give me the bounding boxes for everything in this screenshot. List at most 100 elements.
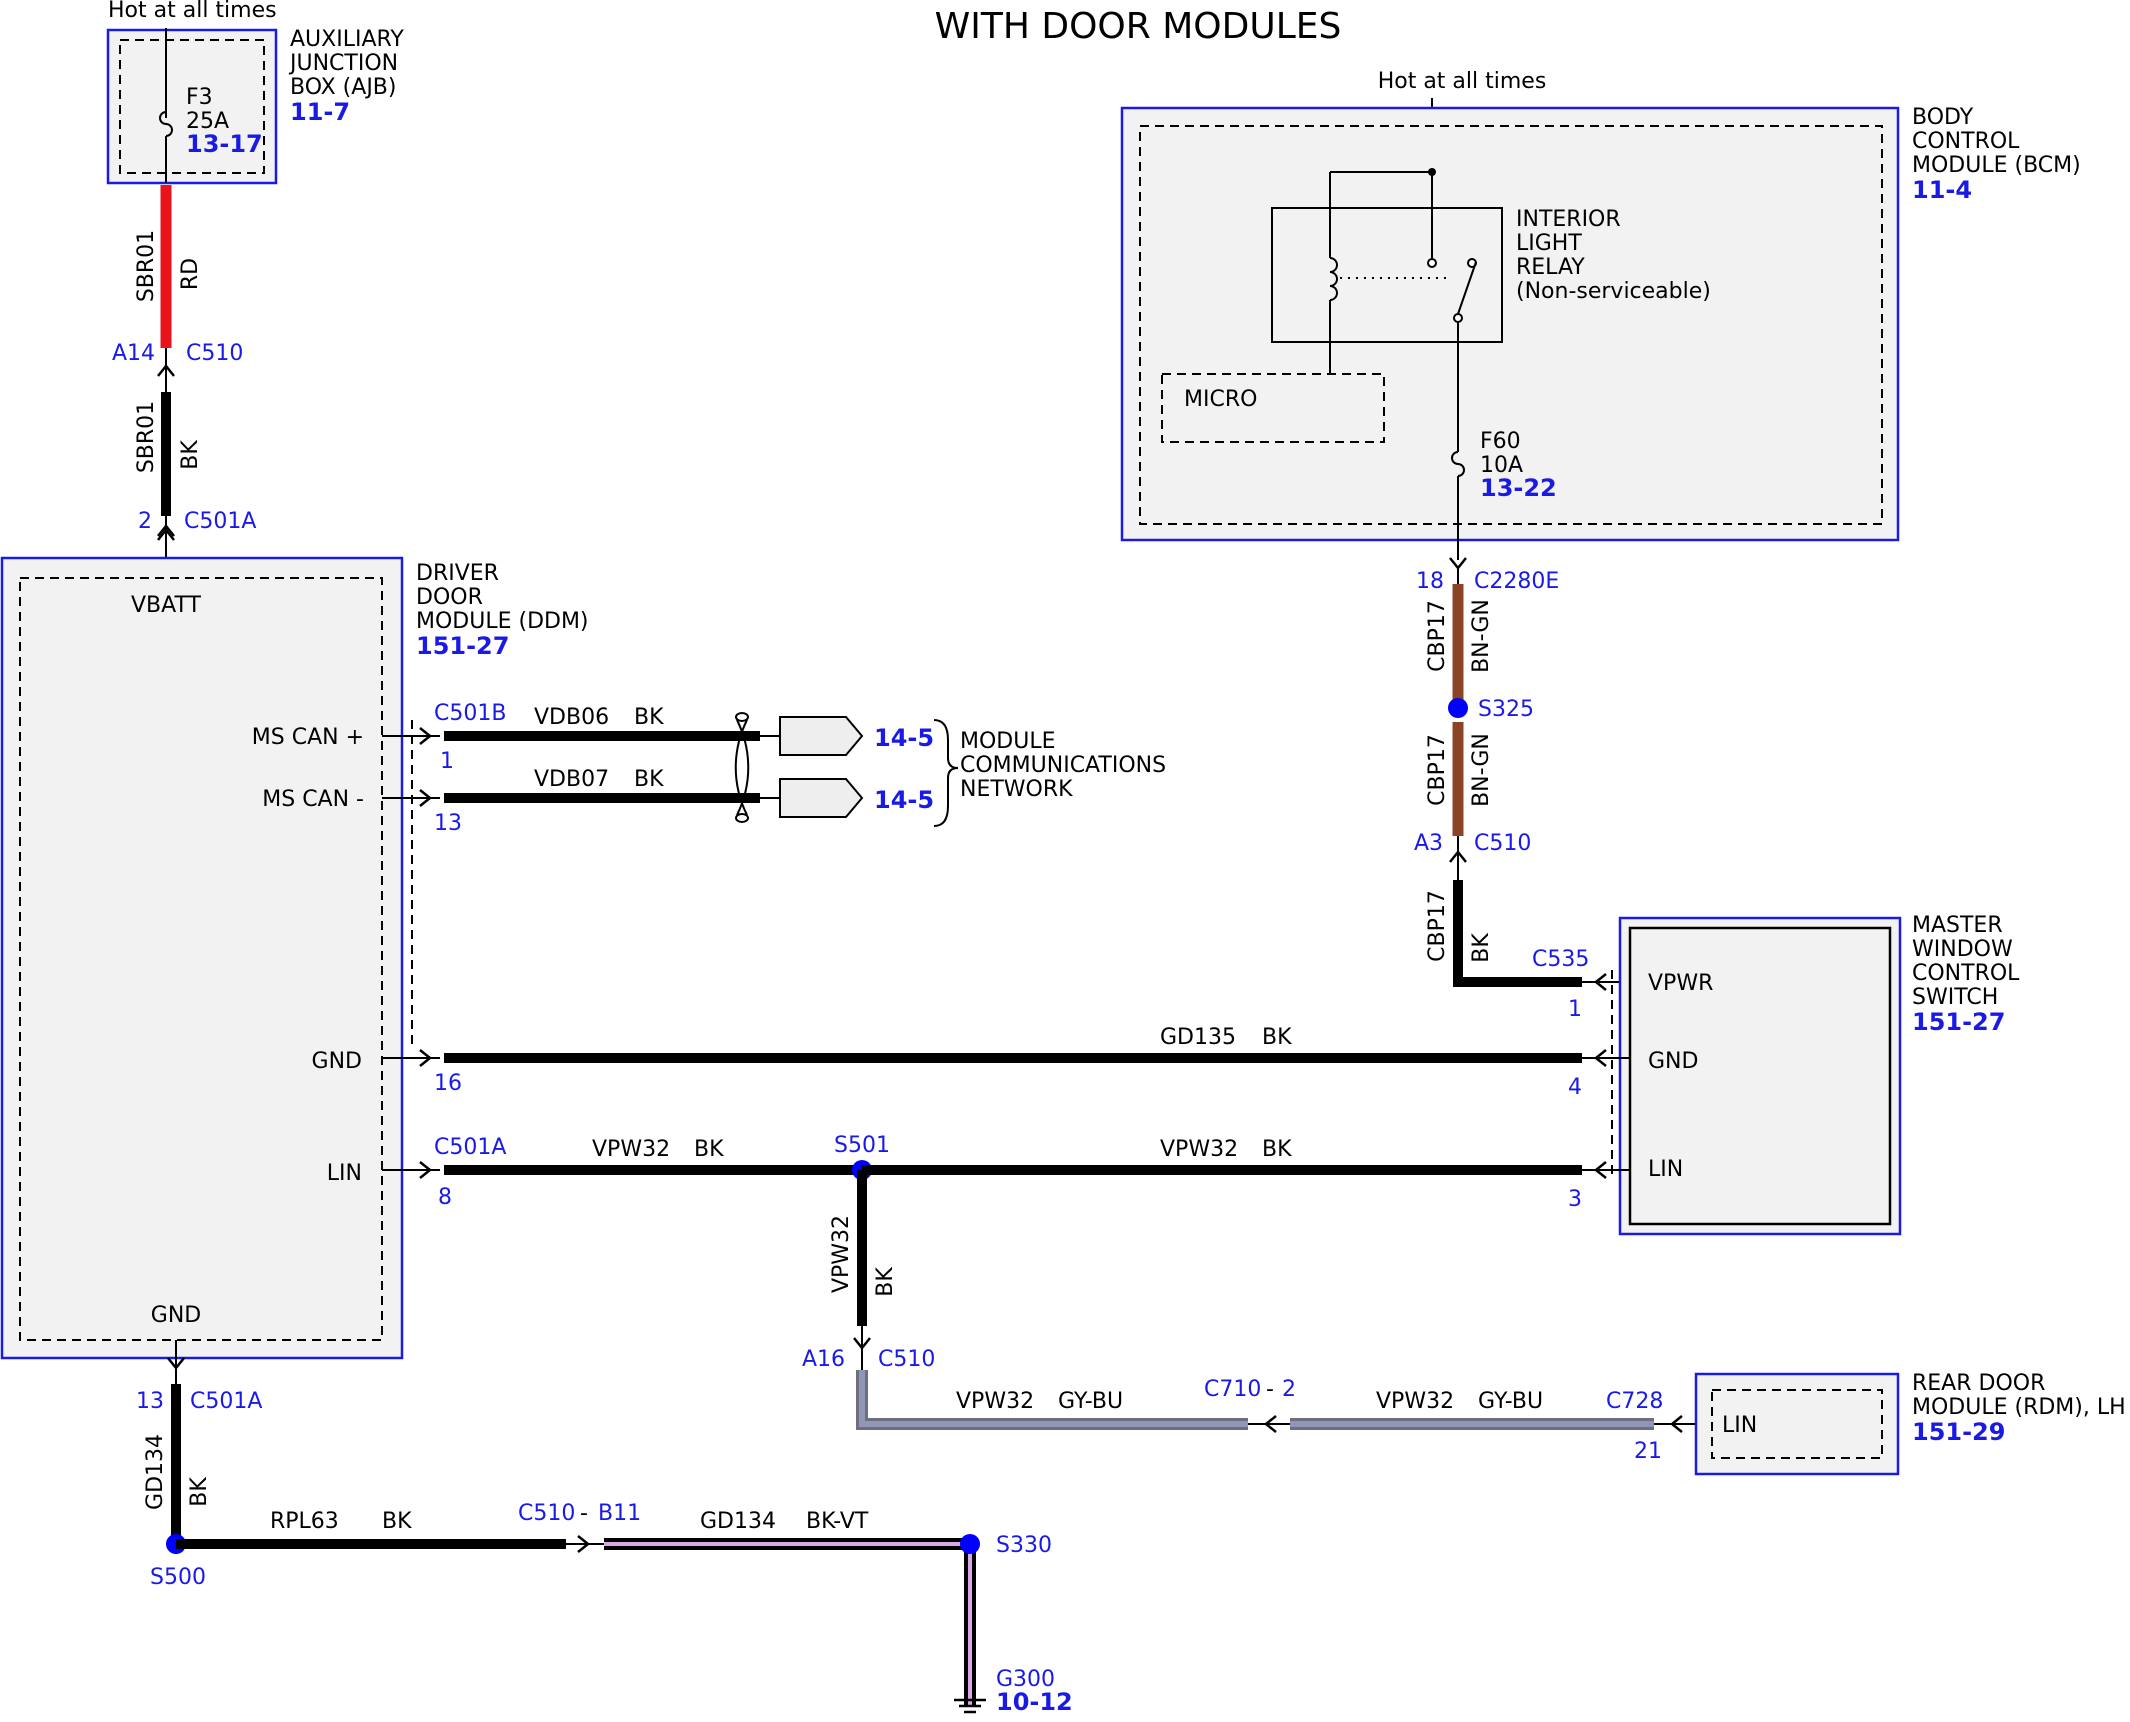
mwcs-name-1: MASTER xyxy=(1912,913,2003,938)
mwcs-pin-gnd: GND xyxy=(1648,1049,1698,1074)
bcm-name-3: MODULE (BCM) xyxy=(1912,153,2081,178)
relay-name-4: (Non-serviceable) xyxy=(1516,279,1711,304)
connector-c535-pin-lin: 3 xyxy=(1568,1187,1582,1212)
wire-cbp17-a-circuit: CBP17 xyxy=(1425,600,1450,672)
bcm-ref: 11-4 xyxy=(1912,176,1972,204)
wire-gd134-a-circuit: GD134 xyxy=(143,1434,168,1510)
fuse-f3-label: F3 xyxy=(186,85,213,110)
rdm-ref: 151-29 xyxy=(1912,1418,2005,1446)
wire-vpw32-gy-bu-left-outline xyxy=(856,1370,1248,1430)
ajb-name-3: BOX (AJB) xyxy=(290,75,396,100)
wire-gd135-circuit: GD135 xyxy=(1160,1025,1236,1050)
rdm-pin-lin: LIN xyxy=(1722,1413,1757,1438)
connector-c710-pin: 2 xyxy=(1282,1377,1296,1402)
relay-name-3: RELAY xyxy=(1516,255,1585,280)
ground-g300-label: G300 xyxy=(996,1667,1055,1692)
connector-c535-pin-gnd: 4 xyxy=(1568,1075,1582,1100)
wire-vpw32-b-circuit: VPW32 xyxy=(1160,1137,1238,1162)
ddm-pin-gnd-bottom: GND xyxy=(151,1303,201,1328)
wire-vdb06-color: BK xyxy=(634,705,664,730)
wire-vpw32-e-circuit: VPW32 xyxy=(1376,1389,1454,1414)
connector-c510-a3-name: C510 xyxy=(1474,831,1531,856)
connector-c510-a14-symbol xyxy=(157,363,175,377)
network-connector-plus xyxy=(779,716,864,756)
relay-name-1: INTERIOR xyxy=(1516,207,1621,232)
connector-c728-pin: 21 xyxy=(1634,1439,1662,1464)
connector-c510-a16-pin: A16 xyxy=(802,1347,845,1372)
connector-c501a-8-name: C501A xyxy=(434,1135,506,1160)
connector-c535-4-symbol xyxy=(1593,1049,1607,1067)
network-label-3: NETWORK xyxy=(960,777,1073,802)
rear-door-module: LIN REAR DOOR MODULE (RDM), LH 151-29 xyxy=(1694,1371,2126,1476)
ddm-pin-gnd-right: GND xyxy=(312,1049,362,1074)
rdm-name-2: MODULE (RDM), LH xyxy=(1912,1395,2126,1420)
bcm-hot-label: Hot at all times xyxy=(1378,69,1547,94)
wire-vpw32-b-color: BK xyxy=(1262,1137,1292,1162)
body-control-module: Hot at all times MICRO INTERIOR LIGHT RE… xyxy=(1120,69,2081,560)
wire-gd134-bk-vt-outline xyxy=(604,1538,976,1706)
connector-c501b-1-symbol xyxy=(419,727,433,745)
ddm-pin-vbatt: VBATT xyxy=(131,593,202,618)
connector-c501b-13-symbol xyxy=(419,789,433,807)
connector-c510-a3-pin: A3 xyxy=(1414,831,1443,856)
wire-rpl63-color: BK xyxy=(382,1509,412,1534)
connector-c510-a14-name: C510 xyxy=(186,341,243,366)
ajb-hot-label: Hot at all times xyxy=(108,0,277,23)
fuse-f60-rating: 10A xyxy=(1480,453,1523,478)
wire-sbr01-bk-color: BK xyxy=(178,440,203,470)
connector-c501a-13-symbol xyxy=(167,1357,185,1371)
network-label-1: MODULE xyxy=(960,729,1056,754)
ajb-name-1: AUXILIARY xyxy=(290,27,404,52)
connector-c501a-2-symbol xyxy=(157,527,175,541)
wire-cbp17-c-circuit: CBP17 xyxy=(1425,890,1450,962)
ddm-name-1: DRIVER xyxy=(416,561,499,586)
connector-c510-a3-symbol xyxy=(1449,849,1467,863)
connector-c501a-2-name: C501A xyxy=(184,509,256,534)
splice-s330-label: S330 xyxy=(996,1533,1052,1558)
bcm-name-1: BODY xyxy=(1912,105,1974,130)
connector-c2280e-name: C2280E xyxy=(1474,569,1559,594)
fuse-f60-symbol xyxy=(1451,451,1465,477)
wire-vpw32-a-circuit: VPW32 xyxy=(592,1137,670,1162)
connector-c510-b11-name: C510 xyxy=(518,1501,575,1526)
connector-c501a-8-symbol xyxy=(419,1161,433,1179)
micro-block xyxy=(1161,373,1385,443)
connector-c510-a14-pin: A14 xyxy=(112,341,155,366)
wire-sbr01-rd-color: RD xyxy=(178,258,203,290)
ddm-pin-lin: LIN xyxy=(327,1161,362,1186)
network-ref-plus: 14-5 xyxy=(874,724,934,752)
connector-c728-name: C728 xyxy=(1606,1389,1663,1414)
connector-c510-a16-name: C510 xyxy=(878,1347,935,1372)
connector-c710-name: C710 xyxy=(1204,1377,1261,1402)
fuse-f60-ref: 13-22 xyxy=(1480,474,1557,502)
connector-c501a-8-pin: 8 xyxy=(438,1185,452,1210)
twisted-pair-symbol xyxy=(734,712,750,823)
splice-s325-label: S325 xyxy=(1478,697,1534,722)
wire-rpl63-circuit: RPL63 xyxy=(270,1509,339,1534)
connector-c710-sep: - xyxy=(1266,1377,1274,1402)
splice-s325 xyxy=(1448,698,1468,718)
connector-c535-pin-vpwr: 1 xyxy=(1568,997,1582,1022)
network-connector-minus xyxy=(779,778,864,818)
mwcs-name-2: WINDOW xyxy=(1912,937,2013,962)
mwcs-pin-vpwr: VPWR xyxy=(1648,971,1713,996)
wire-vpw32-d-circuit: VPW32 xyxy=(956,1389,1034,1414)
ddm-pin-ms-can-plus: MS CAN + xyxy=(252,725,364,750)
ddm-ref: 151-27 xyxy=(416,632,509,660)
connector-c501b-pin-plus: 1 xyxy=(440,749,454,774)
connector-c501a-16-symbol xyxy=(419,1049,433,1067)
mwcs-name-3: CONTROL xyxy=(1912,961,2020,986)
connector-c728-symbol xyxy=(1669,1415,1683,1433)
ddm-name-2: DOOR xyxy=(416,585,483,610)
connector-c501b-name: C501B xyxy=(434,701,506,726)
mwcs-name-4: SWITCH xyxy=(1912,985,1998,1010)
network-ref-minus: 14-5 xyxy=(874,786,934,814)
wire-vpw32-d-color: GY-BU xyxy=(1058,1389,1123,1414)
connector-c535-1-symbol xyxy=(1593,973,1607,991)
rdm-name-1: REAR DOOR xyxy=(1912,1371,2045,1396)
network-brace xyxy=(933,719,959,827)
wire-sbr01-rd-circuit: SBR01 xyxy=(134,230,159,302)
bcm-name-2: CONTROL xyxy=(1912,129,2020,154)
wire-gd134-bk-vt xyxy=(604,1542,972,1706)
wire-vpw32-gy-bu-left xyxy=(859,1370,1248,1427)
